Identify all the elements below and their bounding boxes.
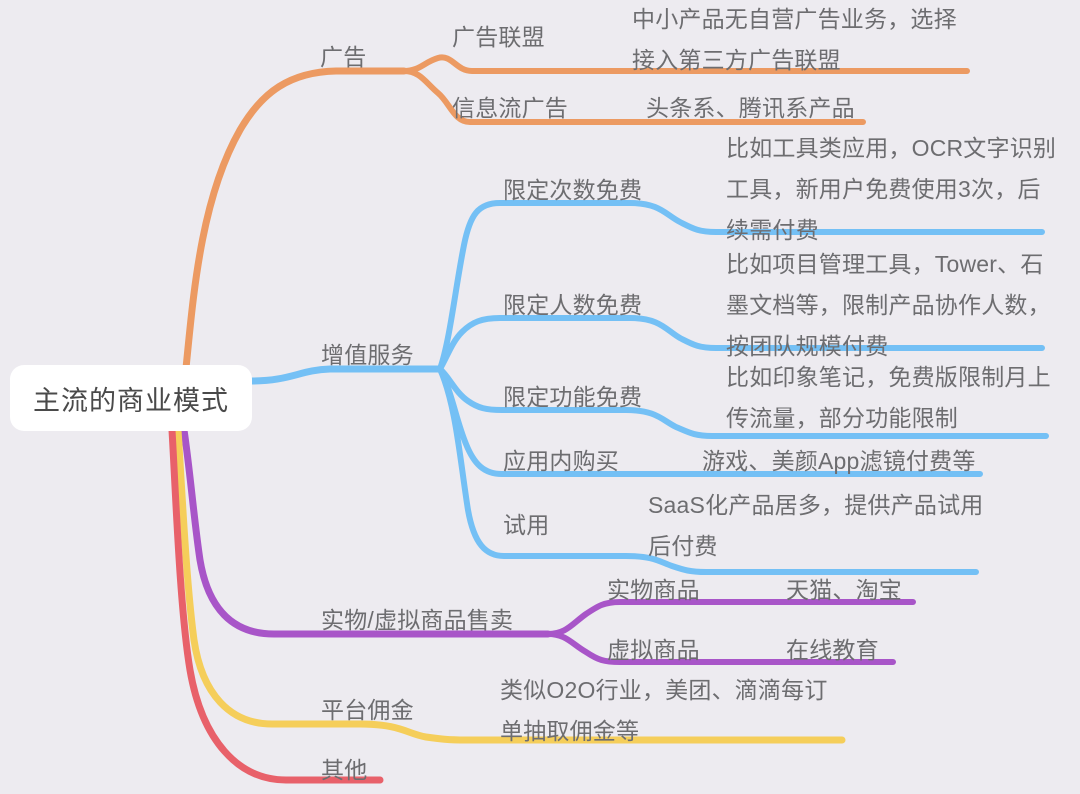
node-limited-features[interactable]: 限定功能免费 bbox=[503, 384, 643, 410]
desc-physical-goods: 天猫、淘宝 bbox=[786, 577, 902, 603]
branch-line-other bbox=[168, 426, 384, 784]
branch-line-limited-count bbox=[437, 200, 1045, 372]
node-ad-alliance[interactable]: 广告联盟 bbox=[452, 24, 545, 50]
branch-line-trial bbox=[437, 366, 979, 575]
branch-line-physical-goods bbox=[545, 599, 916, 637]
node-trial[interactable]: 试用 bbox=[503, 512, 550, 538]
desc-limited-count: 比如工具类应用，OCR文字识别 工具，新用户免费使用3次，后 续需付费 bbox=[726, 135, 1057, 243]
node-feed-ads[interactable]: 信息流广告 bbox=[452, 95, 568, 121]
node-limited-count[interactable]: 限定次数免费 bbox=[503, 177, 643, 203]
branch-line-limited-features bbox=[437, 366, 1049, 439]
branch-line-feed-ads bbox=[401, 68, 866, 125]
node-limited-seats[interactable]: 限定人数免费 bbox=[503, 292, 643, 318]
node-in-app-purchase[interactable]: 应用内购买 bbox=[503, 448, 619, 474]
desc-in-app-purchase: 游戏、美颜App滤镜付费等 bbox=[702, 448, 976, 474]
node-advertising[interactable]: 广告 bbox=[320, 44, 367, 70]
node-commission[interactable]: 平台佣金 bbox=[321, 697, 414, 723]
node-physical-goods[interactable]: 实物商品 bbox=[607, 577, 700, 603]
desc-ad-alliance: 中小产品无自营广告业务，选择 接入第三方广告联盟 bbox=[632, 6, 957, 73]
branch-line-goods bbox=[180, 426, 552, 638]
node-value-added[interactable]: 增值服务 bbox=[321, 342, 414, 368]
branch-line-limited-seats bbox=[437, 315, 1045, 372]
desc-limited-seats: 比如项目管理工具，Tower、石 墨文档等，限制产品协作人数， 按团队规模付费 bbox=[726, 251, 1051, 359]
branch-line-virtual-goods bbox=[545, 631, 896, 665]
branch-line-value-added bbox=[248, 365, 444, 385]
branch-line-advertising bbox=[182, 67, 408, 372]
desc-trial: SaaS化产品居多，提供产品试用 后付费 bbox=[648, 492, 984, 559]
desc-virtual-goods: 在线教育 bbox=[786, 637, 879, 663]
branch-line-commission bbox=[174, 426, 846, 744]
node-goods-sales[interactable]: 实物/虚拟商品售卖 bbox=[321, 607, 514, 633]
root-node[interactable]: 主流的商业模式 bbox=[10, 365, 252, 431]
desc-feed-ads: 头条系、腾讯系产品 bbox=[646, 95, 855, 121]
branch-line-ad-alliance bbox=[401, 54, 970, 74]
desc-commission: 类似O2O行业，美团、滴滴每订 单抽取佣金等 bbox=[500, 677, 828, 744]
root-label: 主流的商业模式 bbox=[33, 385, 229, 416]
node-other[interactable]: 其他 bbox=[321, 757, 368, 783]
node-virtual-goods[interactable]: 虚拟商品 bbox=[607, 637, 700, 663]
desc-limited-features: 比如印象笔记，免费版限制月上 传流量，部分功能限制 bbox=[726, 364, 1051, 431]
